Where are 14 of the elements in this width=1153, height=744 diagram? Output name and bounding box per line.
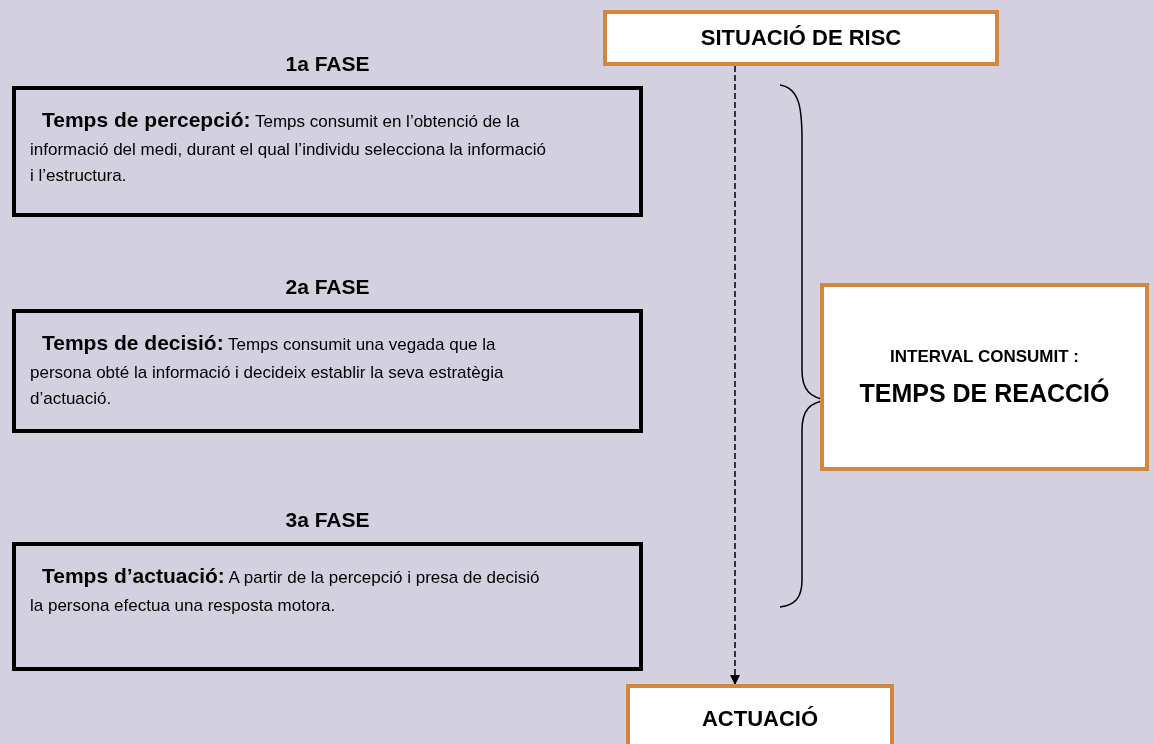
result-title: TEMPS DE REACCIÓ <box>859 378 1110 408</box>
phase-description: Temps de decisió: Temps consumit una vegada que la persona obté la informació i decideix establir la seva estratègia d’actuació. <box>30 330 505 410</box>
event-box <box>626 684 894 744</box>
phase-heading: 3a FASE <box>285 508 370 530</box>
event-box <box>603 10 999 66</box>
event-label: ACTUACIÓ <box>701 706 819 732</box>
result-box <box>820 283 1149 471</box>
phase-description: Temps d’actuació: A partir de la percepció i presa de decisió la persona efectua una resposta motora. <box>30 563 541 617</box>
event-label: SITUACIÓ DE RISC <box>700 25 902 51</box>
phase-heading: 2a FASE <box>285 275 370 297</box>
phase-description: Temps de percepció: Temps consumit en l’obtenció de la informació del medi, durant el qual l’individu selecciona la informació i l’estructura. <box>30 107 547 187</box>
phase-heading: 1a FASE <box>285 52 370 74</box>
result-caption: INTERVAL CONSUMIT : <box>890 346 1079 367</box>
arrow <box>730 65 740 685</box>
